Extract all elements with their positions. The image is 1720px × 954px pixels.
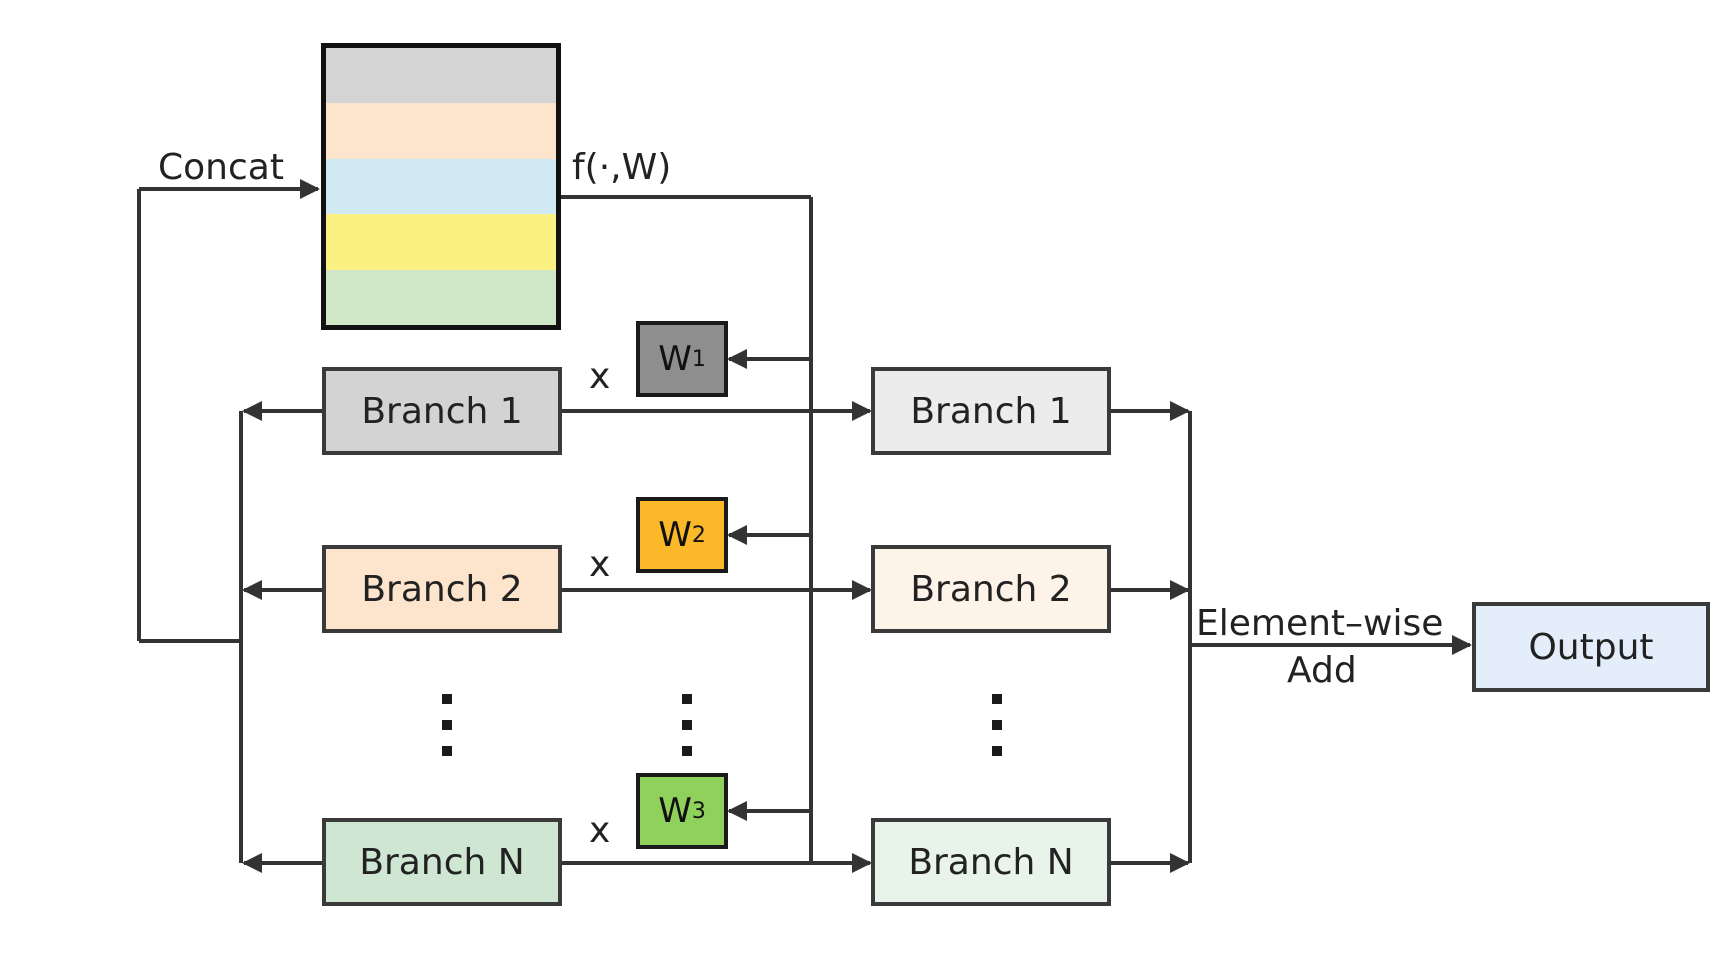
output-label: Output [1528, 626, 1654, 668]
concat-feature-stack [321, 43, 561, 330]
ellipsis-middle [682, 694, 694, 772]
weight-w1-base: W [658, 339, 692, 379]
stack-layer-4 [326, 214, 556, 270]
stack-layer-3 [326, 158, 556, 215]
weight-w3-base: W [658, 791, 692, 831]
stack-layer-1 [326, 48, 556, 104]
left-branch-2-label: Branch 2 [361, 568, 523, 610]
left-branch-1: Branch 1 [322, 367, 562, 455]
element-wise-label: Element–wise [1196, 603, 1444, 644]
ellipsis-right [992, 694, 1004, 772]
right-branch-1-label: Branch 1 [910, 390, 1072, 432]
multiply-label-3: x [589, 810, 611, 851]
weight-w1-sub: 1 [691, 346, 706, 372]
right-branch-2-label: Branch 2 [910, 568, 1072, 610]
multiply-label-1: x [589, 356, 611, 397]
weight-w2-base: W [658, 515, 692, 555]
f-w-label: f(·,W) [572, 147, 672, 188]
stack-layer-5 [326, 269, 556, 325]
multiply-label-2: x [589, 544, 611, 585]
stack-layer-2 [326, 103, 556, 159]
ellipsis-left [442, 694, 454, 772]
weight-w2-sub: 2 [691, 522, 706, 548]
concat-label: Concat [158, 147, 284, 188]
add-label: Add [1287, 650, 1357, 691]
output-box: Output [1472, 602, 1710, 692]
right-branch-2: Branch 2 [871, 545, 1111, 633]
right-branch-n: Branch N [871, 818, 1111, 906]
left-branch-n-label: Branch N [359, 841, 525, 883]
right-branch-n-label: Branch N [908, 841, 1074, 883]
left-branch-2: Branch 2 [322, 545, 562, 633]
left-branch-1-label: Branch 1 [361, 390, 523, 432]
left-branch-n: Branch N [322, 818, 562, 906]
weight-w3-sub: 3 [691, 798, 706, 824]
right-branch-1: Branch 1 [871, 367, 1111, 455]
